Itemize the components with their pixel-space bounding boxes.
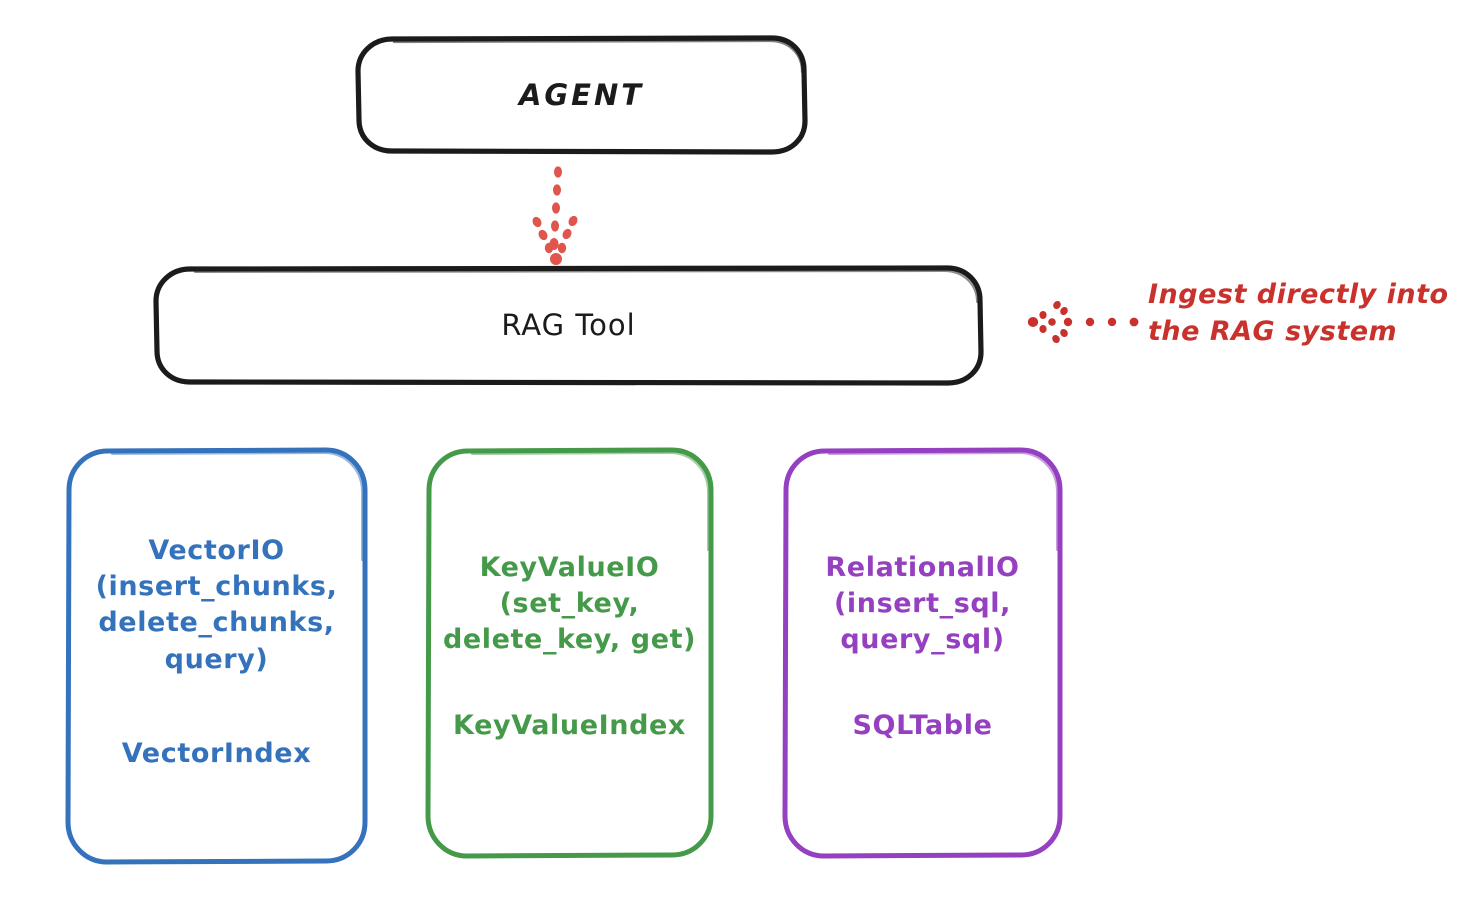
rag-tool-box-outline [153, 265, 984, 386]
agent-label: AGENT [518, 78, 645, 112]
node-relational-io[interactable] [782, 447, 1063, 859]
node-agent[interactable] [355, 35, 808, 155]
relational-io-box-outline [782, 447, 1063, 859]
rag-tool-box-sketch-overlay [194, 270, 978, 303]
node-rag-tool[interactable] [153, 265, 984, 386]
relational-io-box-sketch-overlay [828, 452, 1058, 551]
ingest-annotation-label: Ingest directly into the RAG system [1148, 279, 1449, 347]
node-vector-io[interactable] [65, 447, 368, 865]
vector-io-box-outline [65, 447, 368, 865]
rag-tool-label: RAG Tool [501, 308, 636, 342]
key-value-io-box-sketch-overlay [471, 452, 709, 551]
key-value-io-api-label: KeyValueIO (set_key, delete_key, get) [442, 552, 697, 656]
vector-io-index-label: VectorIndex [121, 738, 312, 769]
vector-io-api-label: VectorIO (insert_chunks, delete_chunks, … [95, 535, 338, 675]
edge-ingest-annotation-arrow [1027, 300, 1139, 344]
agent-box-outline [355, 35, 808, 155]
agent-box-sketch-overlay [392, 39, 804, 74]
key-value-io-box-outline [425, 447, 714, 859]
vector-io-box-sketch-overlay [111, 452, 363, 561]
edge-agent-to-ragtool [532, 166, 578, 265]
relational-io-api-label: RelationalIO (insert_sql, query_sql) [825, 552, 1020, 656]
relational-io-index-label: SQLTable [852, 710, 993, 741]
node-key-value-io[interactable] [425, 447, 714, 859]
key-value-io-index-label: KeyValueIndex [453, 710, 686, 741]
